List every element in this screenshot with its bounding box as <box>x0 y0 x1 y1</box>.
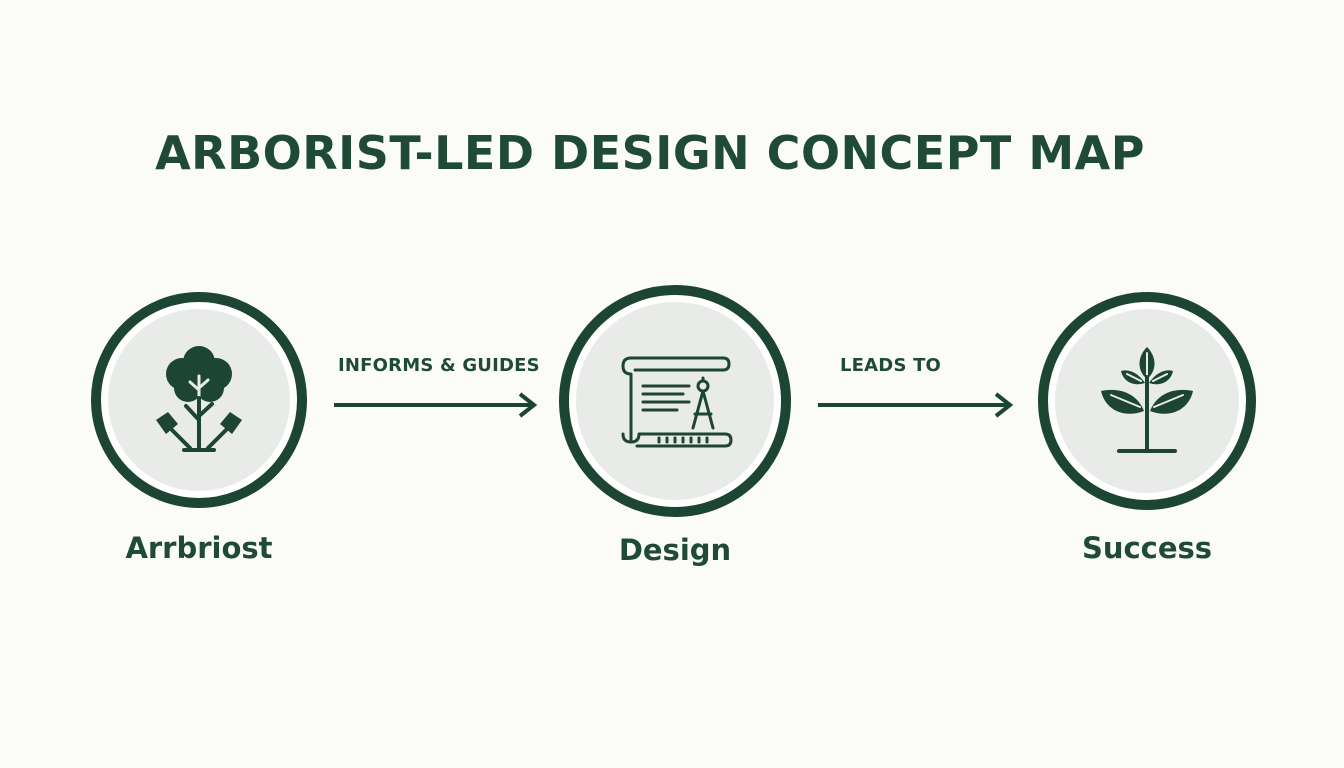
node-label-design: Design <box>618 533 732 567</box>
arrow-right-icon <box>818 392 1014 418</box>
edge-label-leads-to: LEADS TO <box>840 355 942 376</box>
page-title: ARBORIST-LED DESIGN CONCEPT MAP <box>155 126 1145 180</box>
node-arborist <box>91 292 307 508</box>
edge-label-informs-guides: INFORMS & GUIDES <box>338 355 540 376</box>
node-label-arborist: Arrbriost <box>125 531 273 565</box>
sprout-icon <box>1101 347 1193 453</box>
node-label-success: Success <box>1081 531 1213 565</box>
blueprint-compass-icon <box>621 356 733 448</box>
arrow-right-icon <box>334 392 538 418</box>
tree-with-axes-icon <box>156 346 242 452</box>
node-design <box>559 285 791 517</box>
node-success <box>1038 292 1256 510</box>
